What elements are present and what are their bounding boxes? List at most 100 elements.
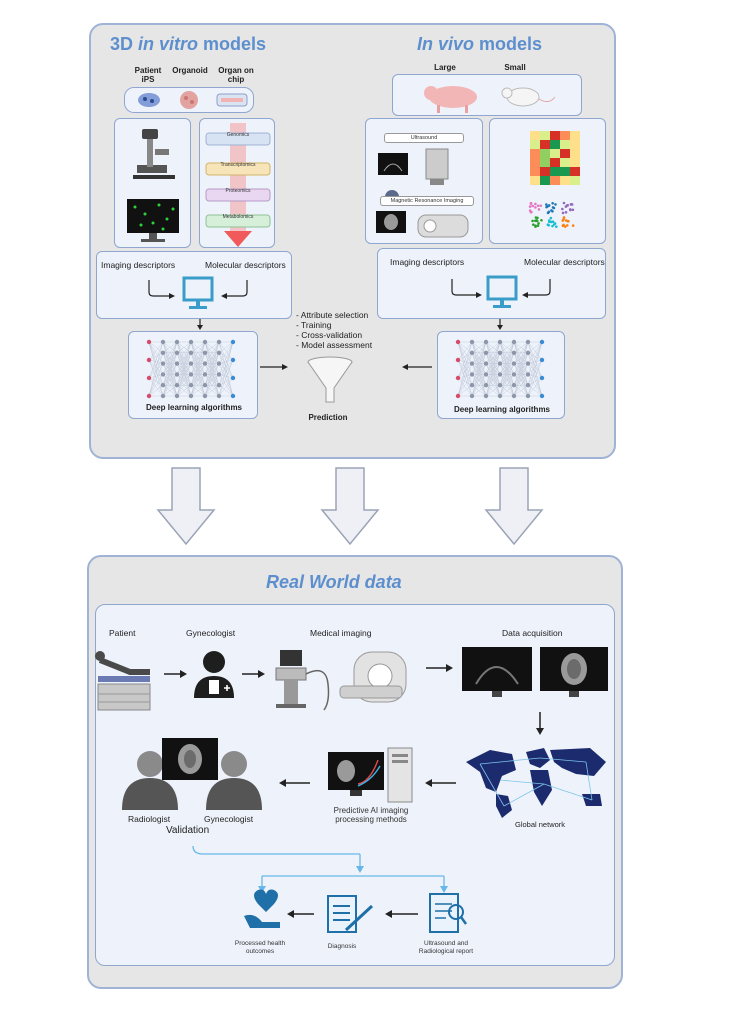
nn-edge — [527, 341, 543, 386]
doctor-icon — [194, 651, 234, 698]
nn-edge — [148, 385, 164, 397]
nn-edge — [457, 359, 473, 397]
umap-point — [529, 202, 533, 205]
umap-point — [544, 203, 548, 206]
umap-point — [571, 208, 575, 212]
nn-edge — [204, 374, 220, 397]
patient-label: Patient — [109, 628, 136, 638]
nn-edge — [499, 374, 515, 397]
nn-node — [455, 339, 461, 345]
umap-point — [531, 219, 534, 223]
ultrasound-image-monitor-icon — [462, 647, 532, 697]
nn-edge — [190, 385, 206, 397]
nn-edge — [218, 352, 234, 361]
nn-edge — [457, 363, 473, 379]
nn-edge — [513, 385, 529, 397]
processed-health-label: Processed health outcomes — [234, 940, 286, 955]
umap-point — [528, 205, 532, 208]
nn-edge — [218, 341, 234, 379]
umap-point — [530, 210, 533, 214]
nn-edge — [499, 341, 515, 397]
in-vitro-model-strip — [124, 87, 254, 113]
nn-edge — [190, 341, 206, 375]
nn-edge — [513, 341, 529, 397]
large-animal-label: Large — [434, 63, 456, 72]
nn-node — [455, 357, 461, 363]
global-network-map-icon — [466, 748, 606, 818]
nn-edge — [148, 359, 164, 397]
heatmap-box — [489, 118, 606, 244]
nn-edge — [513, 352, 529, 397]
nn-edge — [527, 352, 543, 361]
heatmap-cell — [550, 167, 560, 176]
step-attribute-selection: - Attribute selection — [296, 310, 369, 320]
nn-edge — [457, 374, 473, 397]
nn-node — [511, 339, 517, 345]
nn-node — [483, 361, 489, 366]
umap-point — [561, 207, 564, 211]
nn-edge — [162, 341, 178, 375]
nn-node — [525, 383, 531, 388]
nn-node — [146, 339, 152, 345]
nn-edge — [218, 341, 234, 397]
nn-edge — [148, 352, 164, 397]
nn-edge — [513, 341, 529, 386]
nn-edge — [218, 341, 234, 353]
umap-point — [564, 211, 568, 214]
nn-edge — [471, 341, 487, 364]
umap-point — [551, 224, 554, 228]
nn-edge — [148, 352, 164, 361]
nn-edge — [457, 352, 473, 361]
nn-edge — [218, 341, 234, 386]
left-deep-learning-label: Deep learning algorithms — [145, 403, 243, 412]
nn-edge — [457, 385, 473, 397]
mri-tag: Magnetic Resonance Imaging — [380, 196, 474, 206]
nn-edge — [471, 341, 487, 353]
nn-edge — [190, 341, 206, 353]
left-descriptors-box: Imaging descriptors Molecular descriptor… — [96, 251, 292, 319]
nn-edge — [204, 341, 220, 375]
nn-edge — [190, 374, 206, 397]
heatmap-cell — [540, 149, 550, 158]
heatmap-cell — [550, 176, 560, 185]
heatmap-cell — [570, 176, 580, 185]
omics-transcriptomics: Transcriptomics — [220, 162, 256, 168]
nn-edge — [499, 341, 515, 375]
heatmap-cell — [570, 158, 580, 167]
nn-edge — [499, 385, 515, 397]
heatmap-graphic — [528, 131, 580, 228]
nn-node — [483, 339, 489, 345]
radiologist-icon — [122, 751, 178, 810]
nn-edge — [190, 341, 206, 386]
pig-and-mouse-icons — [424, 86, 556, 113]
nn-edge — [176, 363, 192, 397]
nn-node — [216, 350, 222, 355]
report-document-icon — [429, 893, 468, 933]
nn-node — [511, 372, 517, 377]
heatmap-cell — [560, 158, 570, 167]
nn-edge — [148, 377, 164, 386]
umap-point — [536, 216, 539, 220]
nn-edge — [527, 377, 543, 386]
omics-genomics: Genomics — [226, 132, 250, 138]
nn-edge — [527, 377, 543, 397]
nn-edge — [485, 385, 501, 397]
nn-edge — [485, 341, 501, 364]
nn-edge — [162, 341, 178, 364]
right-molecular-descriptors: Molecular descriptors — [524, 257, 605, 267]
umap-point — [562, 216, 566, 219]
nn-node — [525, 372, 531, 377]
heatmap-cell — [570, 140, 580, 149]
nn-edge — [471, 363, 487, 397]
heatmap-cell — [560, 176, 570, 185]
nn-edge — [218, 341, 234, 364]
nn-node — [216, 339, 222, 345]
nn-node — [455, 393, 461, 399]
nn-edge — [148, 359, 164, 364]
medical-imaging-label: Medical imaging — [310, 628, 372, 638]
nn-edge — [176, 341, 192, 386]
nn-edge — [176, 341, 192, 397]
nn-node — [497, 393, 503, 399]
